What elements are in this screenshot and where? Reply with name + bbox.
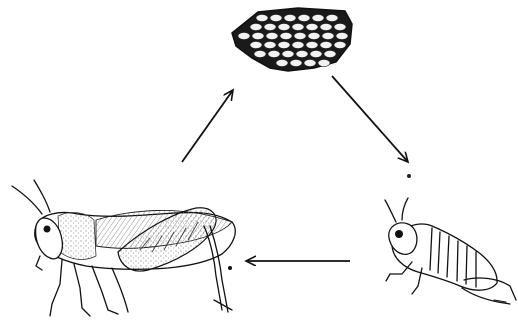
- egg: [290, 59, 302, 66]
- egg: [322, 32, 334, 39]
- egg: [326, 14, 338, 21]
- egg: [320, 41, 332, 48]
- egg: [312, 14, 324, 21]
- egg: [270, 14, 282, 21]
- egg: [282, 50, 294, 57]
- egg: [284, 14, 296, 21]
- egg: [264, 23, 276, 30]
- egg: [266, 32, 278, 39]
- egg: [294, 32, 306, 39]
- egg: [308, 32, 320, 39]
- egg: [250, 41, 262, 48]
- egg: [250, 23, 262, 30]
- egg: [298, 14, 310, 21]
- egg: [292, 41, 304, 48]
- grasshopper-nymph-icon: [385, 198, 516, 304]
- egg: [296, 50, 308, 57]
- egg: [276, 59, 288, 66]
- egg: [280, 32, 292, 39]
- egg-cluster-icon: [232, 8, 352, 71]
- arrow-eggs-to-nymph: [332, 76, 408, 162]
- egg: [238, 32, 250, 39]
- adult-grasshopper-icon: [12, 180, 235, 316]
- egg: [278, 41, 290, 48]
- egg: [252, 32, 264, 39]
- egg: [306, 41, 318, 48]
- egg: [278, 23, 290, 30]
- speck: [407, 174, 411, 178]
- egg: [334, 23, 346, 30]
- egg: [306, 23, 318, 30]
- egg: [304, 59, 316, 66]
- arrow-adult-to-eggs: [182, 90, 233, 162]
- egg: [336, 32, 348, 39]
- egg: [310, 50, 322, 57]
- egg: [268, 50, 280, 57]
- egg: [264, 41, 276, 48]
- egg: [292, 23, 304, 30]
- egg: [318, 59, 330, 66]
- egg: [324, 50, 336, 57]
- egg: [334, 41, 346, 48]
- egg: [256, 14, 268, 21]
- egg: [254, 50, 266, 57]
- egg: [320, 23, 332, 30]
